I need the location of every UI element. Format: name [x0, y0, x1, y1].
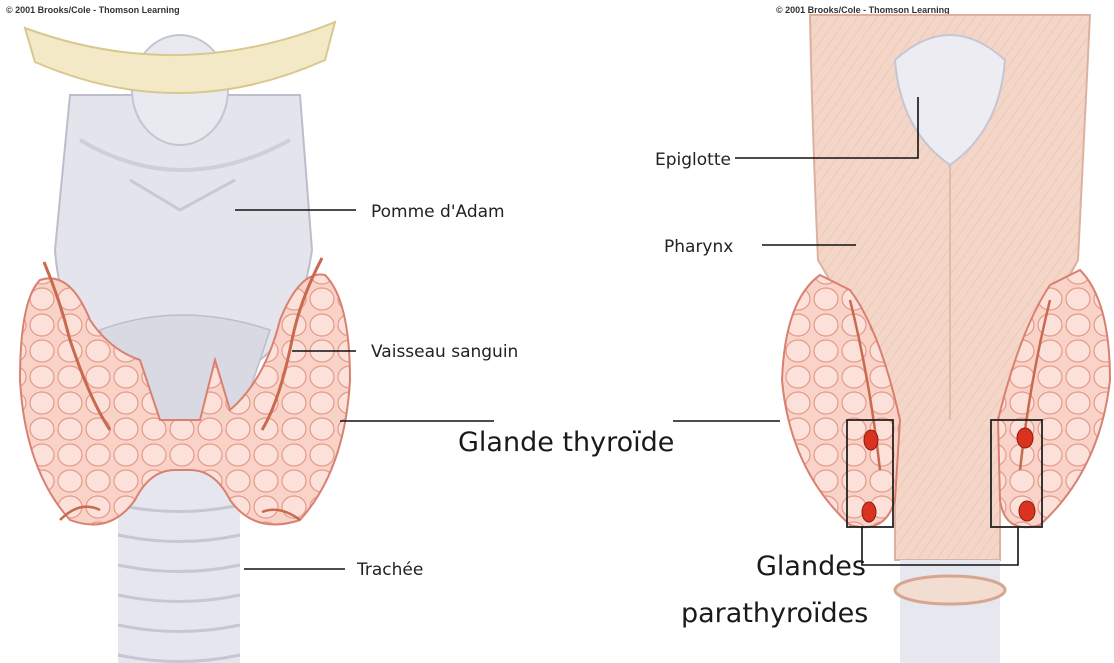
hyoid-bone: [25, 22, 335, 93]
parathyroid-gland-1: [864, 430, 878, 450]
label-vaisseau-sanguin: Vaisseau sanguin: [371, 342, 518, 362]
label-glande-thyroide: Glande thyroïde: [458, 427, 674, 458]
copyright-left: © 2001 Brooks/Cole - Thomson Learning: [6, 5, 180, 15]
parathyroid-gland-4: [1019, 501, 1035, 521]
posterior-view: © 2001 Brooks/Cole - Thomson Learning Ep…: [655, 5, 1110, 663]
label-pharynx: Pharynx: [664, 237, 733, 257]
trachea-opening: [895, 576, 1005, 604]
parathyroid-gland-2: [862, 502, 876, 522]
label-epiglotte: Epiglotte: [655, 150, 731, 170]
label-parathyroides: parathyroïdes: [681, 598, 868, 629]
anterior-view: © 2001 Brooks/Cole - Thomson Learning: [6, 5, 518, 663]
label-glandes: Glandes: [756, 551, 866, 582]
label-trachee: Trachée: [356, 560, 423, 580]
copyright-right: © 2001 Brooks/Cole - Thomson Learning: [776, 5, 950, 15]
label-pomme-adam: Pomme d'Adam: [371, 202, 505, 222]
parathyroid-gland-3: [1017, 428, 1033, 448]
